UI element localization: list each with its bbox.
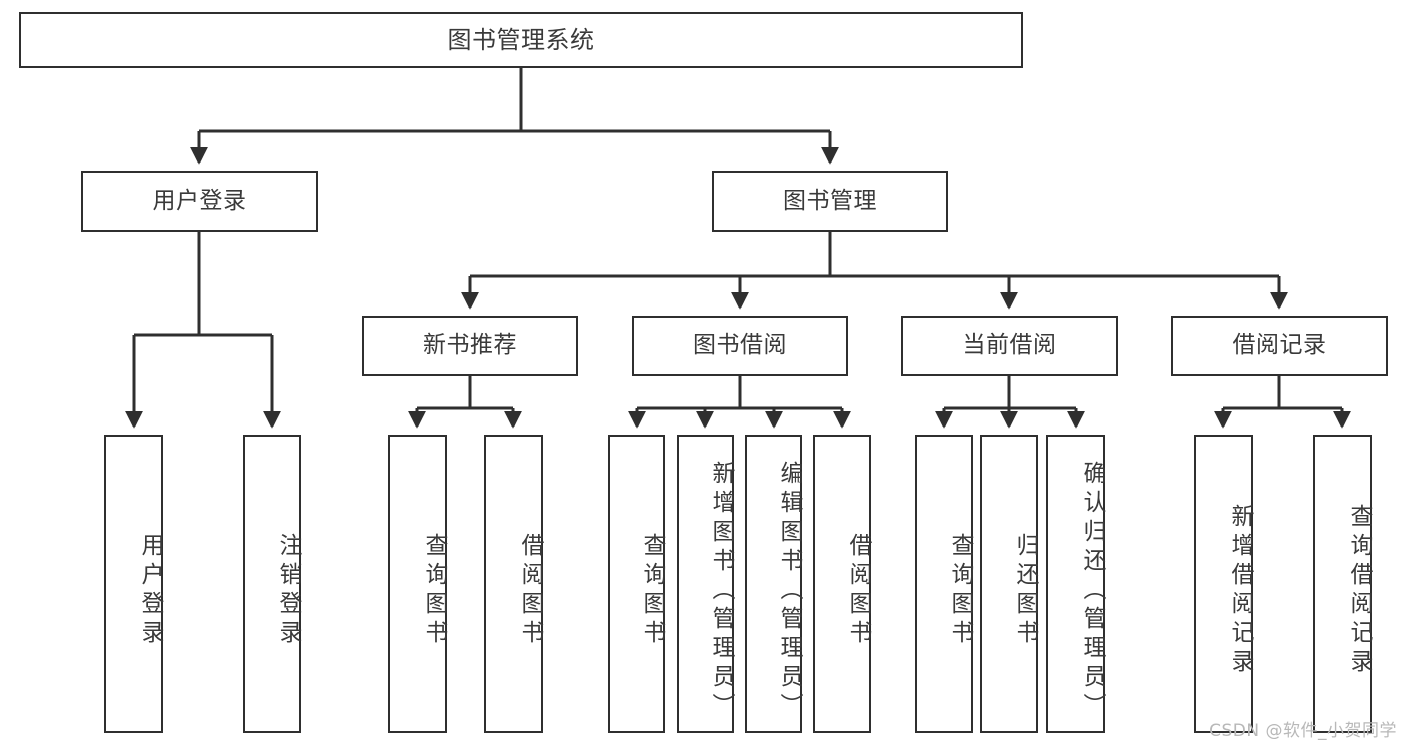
node-leaf-query-book-2[interactable]: 查询图书 <box>608 435 665 733</box>
node-leaf-query-book-3-label: 查询图书 <box>947 533 973 649</box>
node-leaf-query-record[interactable]: 查询借阅记录 <box>1313 435 1372 733</box>
node-leaf-query-book-2-label: 查询图书 <box>639 533 665 649</box>
node-leaf-borrow-book-2[interactable]: 借阅图书 <box>813 435 871 733</box>
node-leaf-user-logout-label: 注销登录 <box>275 533 301 649</box>
node-current-borrow[interactable]: 当前借阅 <box>901 316 1118 376</box>
node-leaf-add-book[interactable]: 新增图书（管理员） <box>677 435 734 733</box>
node-leaf-query-book-1[interactable]: 查询图书 <box>388 435 447 733</box>
node-book-borrow-label: 图书借阅 <box>693 332 787 359</box>
node-leaf-return-book-label: 归还图书 <box>1012 533 1038 649</box>
node-new-book-recommend[interactable]: 新书推荐 <box>362 316 578 376</box>
node-leaf-borrow-book-1[interactable]: 借阅图书 <box>484 435 543 733</box>
node-leaf-edit-book[interactable]: 编辑图书（管理员） <box>745 435 802 733</box>
node-leaf-query-record-label: 查询借阅记录 <box>1346 504 1372 678</box>
node-leaf-borrow-book-1-label: 借阅图书 <box>517 533 543 649</box>
node-root[interactable]: 图书管理系统 <box>19 12 1023 68</box>
node-leaf-borrow-book-2-label: 借阅图书 <box>845 533 871 649</box>
node-book-manage-label: 图书管理 <box>783 187 877 214</box>
node-book-manage[interactable]: 图书管理 <box>712 171 948 232</box>
node-leaf-query-book-3[interactable]: 查询图书 <box>915 435 973 733</box>
node-borrow-record[interactable]: 借阅记录 <box>1171 316 1388 376</box>
node-leaf-user-login-label: 用户登录 <box>137 533 163 649</box>
node-leaf-edit-book-label: 编辑图书（管理员） <box>776 460 802 722</box>
node-leaf-user-login[interactable]: 用户登录 <box>104 435 163 733</box>
node-user-login-label: 用户登录 <box>152 187 247 214</box>
node-leaf-confirm-return[interactable]: 确认归还（管理员） <box>1046 435 1105 733</box>
node-leaf-return-book[interactable]: 归还图书 <box>980 435 1038 733</box>
node-root-label: 图书管理系统 <box>447 25 595 54</box>
node-user-login[interactable]: 用户登录 <box>81 171 318 232</box>
node-borrow-record-label: 借阅记录 <box>1232 332 1327 359</box>
node-new-book-recommend-label: 新书推荐 <box>423 332 517 359</box>
node-leaf-add-record[interactable]: 新增借阅记录 <box>1194 435 1253 733</box>
node-leaf-confirm-return-label: 确认归还（管理员） <box>1079 460 1105 722</box>
node-book-borrow[interactable]: 图书借阅 <box>632 316 848 376</box>
node-leaf-user-logout[interactable]: 注销登录 <box>243 435 301 733</box>
node-leaf-add-book-label: 新增图书（管理员） <box>708 460 734 722</box>
node-leaf-add-record-label: 新增借阅记录 <box>1227 504 1253 678</box>
node-leaf-query-book-1-label: 查询图书 <box>421 533 447 649</box>
node-current-borrow-label: 当前借阅 <box>962 332 1057 359</box>
